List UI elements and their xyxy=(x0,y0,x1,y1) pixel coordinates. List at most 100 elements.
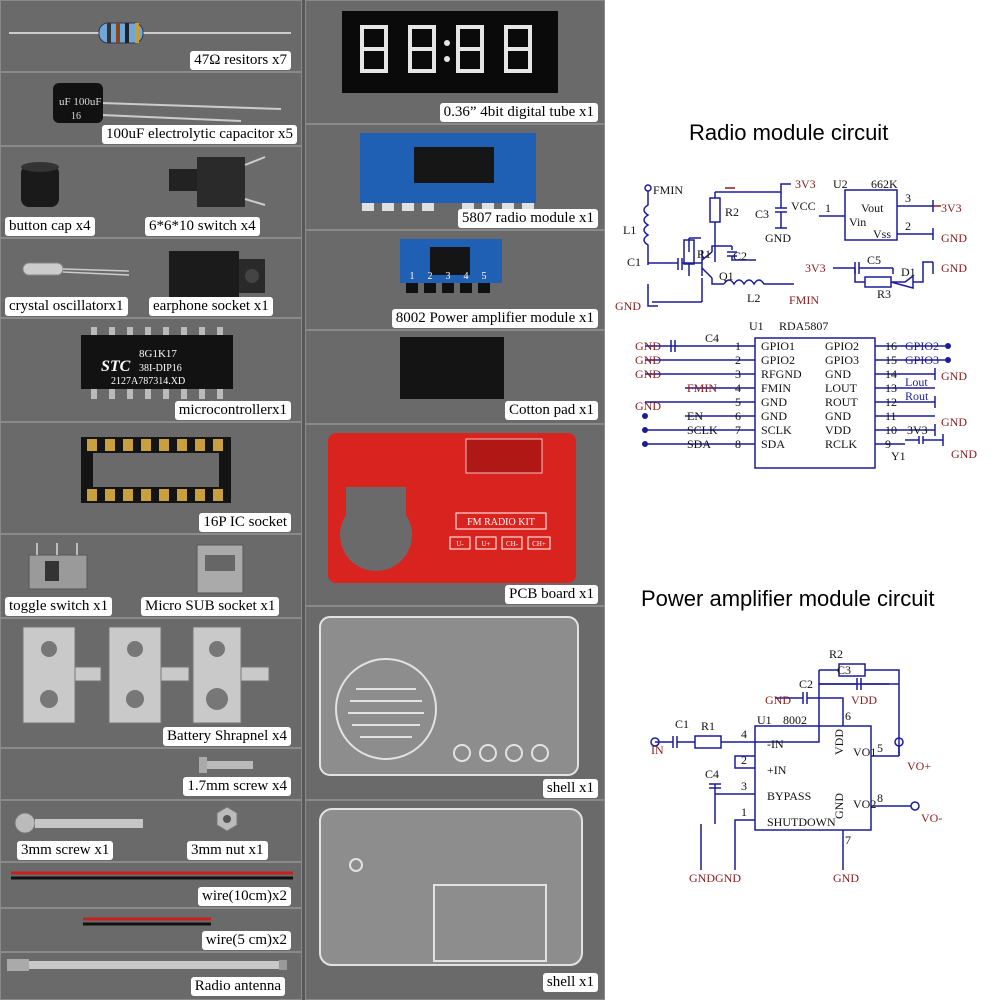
rc-vss: Vss xyxy=(873,227,891,241)
rc-lpin-name-7: SCLK xyxy=(761,423,792,437)
rc-en: EN xyxy=(687,409,703,423)
label-3mm-screw: 3mm screw x1 xyxy=(17,841,114,860)
rc-c2: C2 xyxy=(733,249,747,263)
label-crystal: crystal oscillatorx1 xyxy=(5,297,128,316)
rc-fmin: FMIN xyxy=(653,183,683,197)
amp-pin-3: 3 xyxy=(446,271,451,282)
ic-socket-image xyxy=(81,437,231,503)
rc-lpin-num-6: 6 xyxy=(735,409,741,423)
long-wire-image xyxy=(11,871,293,880)
shell-top-image xyxy=(319,616,579,776)
crystal-socket-image xyxy=(22,251,265,301)
rc-gnd-c5: GND xyxy=(941,261,967,275)
amp-pin-4: 4 xyxy=(464,271,469,282)
ac-vdd-top: VDD xyxy=(851,693,877,707)
screw-nut-image xyxy=(14,806,238,834)
pcb-btn-ch-minus: CH- xyxy=(506,540,519,548)
rc-pin1: 1 xyxy=(825,201,831,215)
toggle-microusb-image xyxy=(28,543,244,594)
pcb-btn-ch-plus: CH+ xyxy=(532,540,546,548)
rc-gnd-p1: GND xyxy=(635,339,661,353)
rc-lpin-num-3: 3 xyxy=(735,367,741,381)
label-micro-usb: Micro SUB socket x1 xyxy=(141,597,280,616)
rc-lpin-name-2: GPIO2 xyxy=(761,353,795,367)
rc-rout: Rout xyxy=(905,389,929,403)
rc-gnd-p2: GND xyxy=(635,353,661,367)
label-radio-module: 5807 radio module x1 xyxy=(457,209,598,228)
rc-rpin-name-11: GND xyxy=(825,409,851,423)
amp-circuit-title: Power amplifier module circuit xyxy=(641,586,935,611)
long-wire-cell: wire(10cm)x2 xyxy=(0,862,302,908)
rc-gnd-top: GND xyxy=(765,231,791,245)
ac-gnd-bottom: GND xyxy=(833,871,859,885)
rc-lpin-name-6: GND xyxy=(761,409,787,423)
mcu-line1: 8G1K17 xyxy=(139,348,177,360)
battery-shrapnel-image xyxy=(22,626,270,724)
rc-3v3-a: 3V3 xyxy=(795,177,816,191)
amp-pin-2: 2 xyxy=(428,271,433,282)
rc-gnd-reg: GND xyxy=(941,231,967,245)
rc-rpin-label-16: GPIO2 xyxy=(905,339,939,353)
rc-pin3: 3 xyxy=(905,191,911,205)
rc-3v3-c: 3V3 xyxy=(805,261,826,275)
ac-vo-neg: VO- xyxy=(921,811,942,825)
rc-gnd-p3: GND xyxy=(635,367,661,381)
rc-rpin-num-14: 14 xyxy=(885,367,897,381)
label-ic-socket: 16P IC socket xyxy=(199,513,291,532)
ac-p2: 2 xyxy=(741,753,747,767)
antenna-image xyxy=(7,959,287,971)
rc-gnd-y1: GND xyxy=(951,447,977,461)
pcb-title: FM RADIO KIT xyxy=(467,517,535,528)
rc-l1: L1 xyxy=(623,223,636,237)
label-capacitor: 100uF electrolytic capacitor x5 xyxy=(101,125,297,144)
ac-c1: C1 xyxy=(675,717,689,731)
rc-3v3-b: 3V3 xyxy=(941,201,962,215)
rc-c5: C5 xyxy=(867,253,881,267)
rc-sda: SDA xyxy=(687,437,711,451)
rc-gnd-14: GND xyxy=(941,369,967,383)
rc-fmin-out: FMIN xyxy=(789,293,819,307)
label-resistors: 47Ω resitors x7 xyxy=(190,51,291,70)
shell-bottom-image xyxy=(319,808,583,966)
pcb-btn-u-minus: U- xyxy=(456,540,464,548)
rc-gnd-11: GND xyxy=(941,415,967,429)
amp-pin-5: 5 xyxy=(482,271,487,282)
short-wire-image xyxy=(83,917,211,926)
rc-lpin-num-5: 5 xyxy=(735,395,741,409)
rc-lpin-name-5: GND xyxy=(761,395,787,409)
ac-c2: C2 xyxy=(799,677,813,691)
rc-r2: R2 xyxy=(725,205,739,219)
label-earphone-socket: earphone socket x1 xyxy=(149,297,273,316)
amp-pin-1: 1 xyxy=(410,271,415,282)
ac-gnd-pin: GND xyxy=(832,793,846,819)
rc-u2: U2 xyxy=(833,177,848,191)
toggle-microusb-cell: toggle switch x1 Micro SUB socket x1 xyxy=(0,534,302,618)
rc-3v3-d: 3V3 xyxy=(907,423,928,437)
ac-8002: 8002 xyxy=(783,713,807,727)
radio-circuit-title: Radio module circuit xyxy=(689,120,889,145)
ac-bypass: BYPASS xyxy=(767,789,811,803)
rc-lpin-name-4: FMIN xyxy=(761,381,791,395)
small-screw-image xyxy=(199,757,253,773)
antenna-cell: Radio antenna xyxy=(0,952,302,1000)
ac-p8: 8 xyxy=(877,791,883,805)
digital-tube-image xyxy=(342,11,558,93)
rc-d1: D1 xyxy=(901,265,916,279)
rc-c4: C4 xyxy=(705,331,719,345)
amp-module-image: 1 2 3 4 5 xyxy=(400,239,502,293)
rc-sclk: SCLK xyxy=(687,423,718,437)
ac-gndgnd: GNDGND xyxy=(689,871,741,885)
ac-p5: 5 xyxy=(877,741,883,755)
pcb-btn-u-plus: U+ xyxy=(481,540,490,548)
ac-p7: 7 xyxy=(845,833,851,847)
ac-r1: R1 xyxy=(701,719,715,733)
rc-c3: C3 xyxy=(755,207,769,221)
rc-rda5807: RDA5807 xyxy=(779,319,828,333)
ac-c3: C3 xyxy=(837,663,851,677)
capacitor-marking: uF 100uF xyxy=(59,96,102,108)
rc-rpin-name-12: ROUT xyxy=(825,395,858,409)
component-kit-panel: 47Ω resitors x7 uF 100uF 16 100uF electr… xyxy=(0,0,605,1000)
ac-vo2: VO2 xyxy=(853,797,876,811)
resistor-cell: 47Ω resitors x7 xyxy=(0,0,302,72)
resistor-image xyxy=(9,22,291,44)
